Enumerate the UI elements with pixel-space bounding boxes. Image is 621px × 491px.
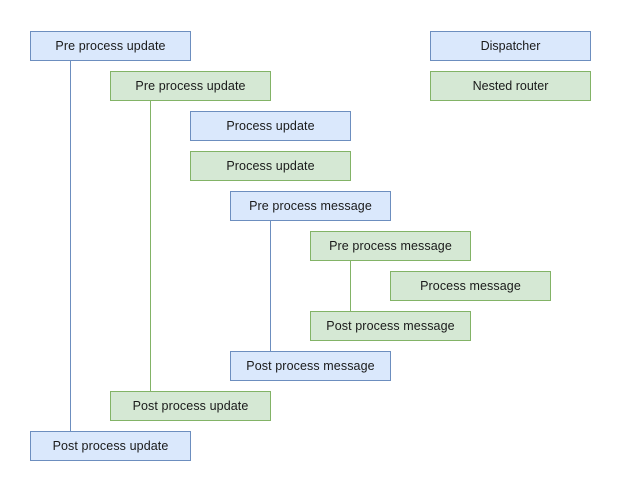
node-label: Pre process update — [55, 38, 166, 53]
connector-nested-pre-process-message-to-post-process-message — [350, 261, 351, 311]
node-process-message-nested-router[interactable]: Process message — [390, 271, 551, 301]
node-label: Post process message — [246, 358, 375, 373]
node-process-update-nested-router[interactable]: Process update — [190, 151, 351, 181]
node-label: Post process update — [132, 398, 249, 413]
connector-pre-process-update-to-post-process-update — [70, 61, 71, 431]
node-label: Pre process message — [249, 198, 372, 213]
node-pre-process-message-nested-router[interactable]: Pre process message — [310, 231, 471, 261]
legend-item-nested-router[interactable]: Nested router — [430, 71, 591, 101]
node-label: Process update — [226, 118, 315, 133]
connector-pre-process-message-to-post-process-message — [270, 221, 271, 351]
legend-label: Dispatcher — [480, 38, 541, 53]
legend-item-dispatcher[interactable]: Dispatcher — [430, 31, 591, 61]
node-label: Process message — [420, 278, 521, 293]
node-label: Pre process update — [135, 78, 246, 93]
node-process-update-dispatcher[interactable]: Process update — [190, 111, 351, 141]
node-label: Post process update — [52, 438, 169, 453]
node-pre-process-message-dispatcher[interactable]: Pre process message — [230, 191, 391, 221]
node-pre-process-update-dispatcher[interactable]: Pre process update — [30, 31, 191, 61]
node-label: Pre process message — [329, 238, 452, 253]
node-label: Process update — [226, 158, 315, 173]
node-label: Post process message — [326, 318, 455, 333]
node-post-process-message-dispatcher[interactable]: Post process message — [230, 351, 391, 381]
node-post-process-message-nested-router[interactable]: Post process message — [310, 311, 471, 341]
node-post-process-update-nested-router[interactable]: Post process update — [110, 391, 271, 421]
node-post-process-update-dispatcher[interactable]: Post process update — [30, 431, 191, 461]
legend-label: Nested router — [472, 78, 549, 93]
connector-nested-pre-process-update-to-post-process-update — [150, 101, 151, 391]
node-pre-process-update-nested-router[interactable]: Pre process update — [110, 71, 271, 101]
